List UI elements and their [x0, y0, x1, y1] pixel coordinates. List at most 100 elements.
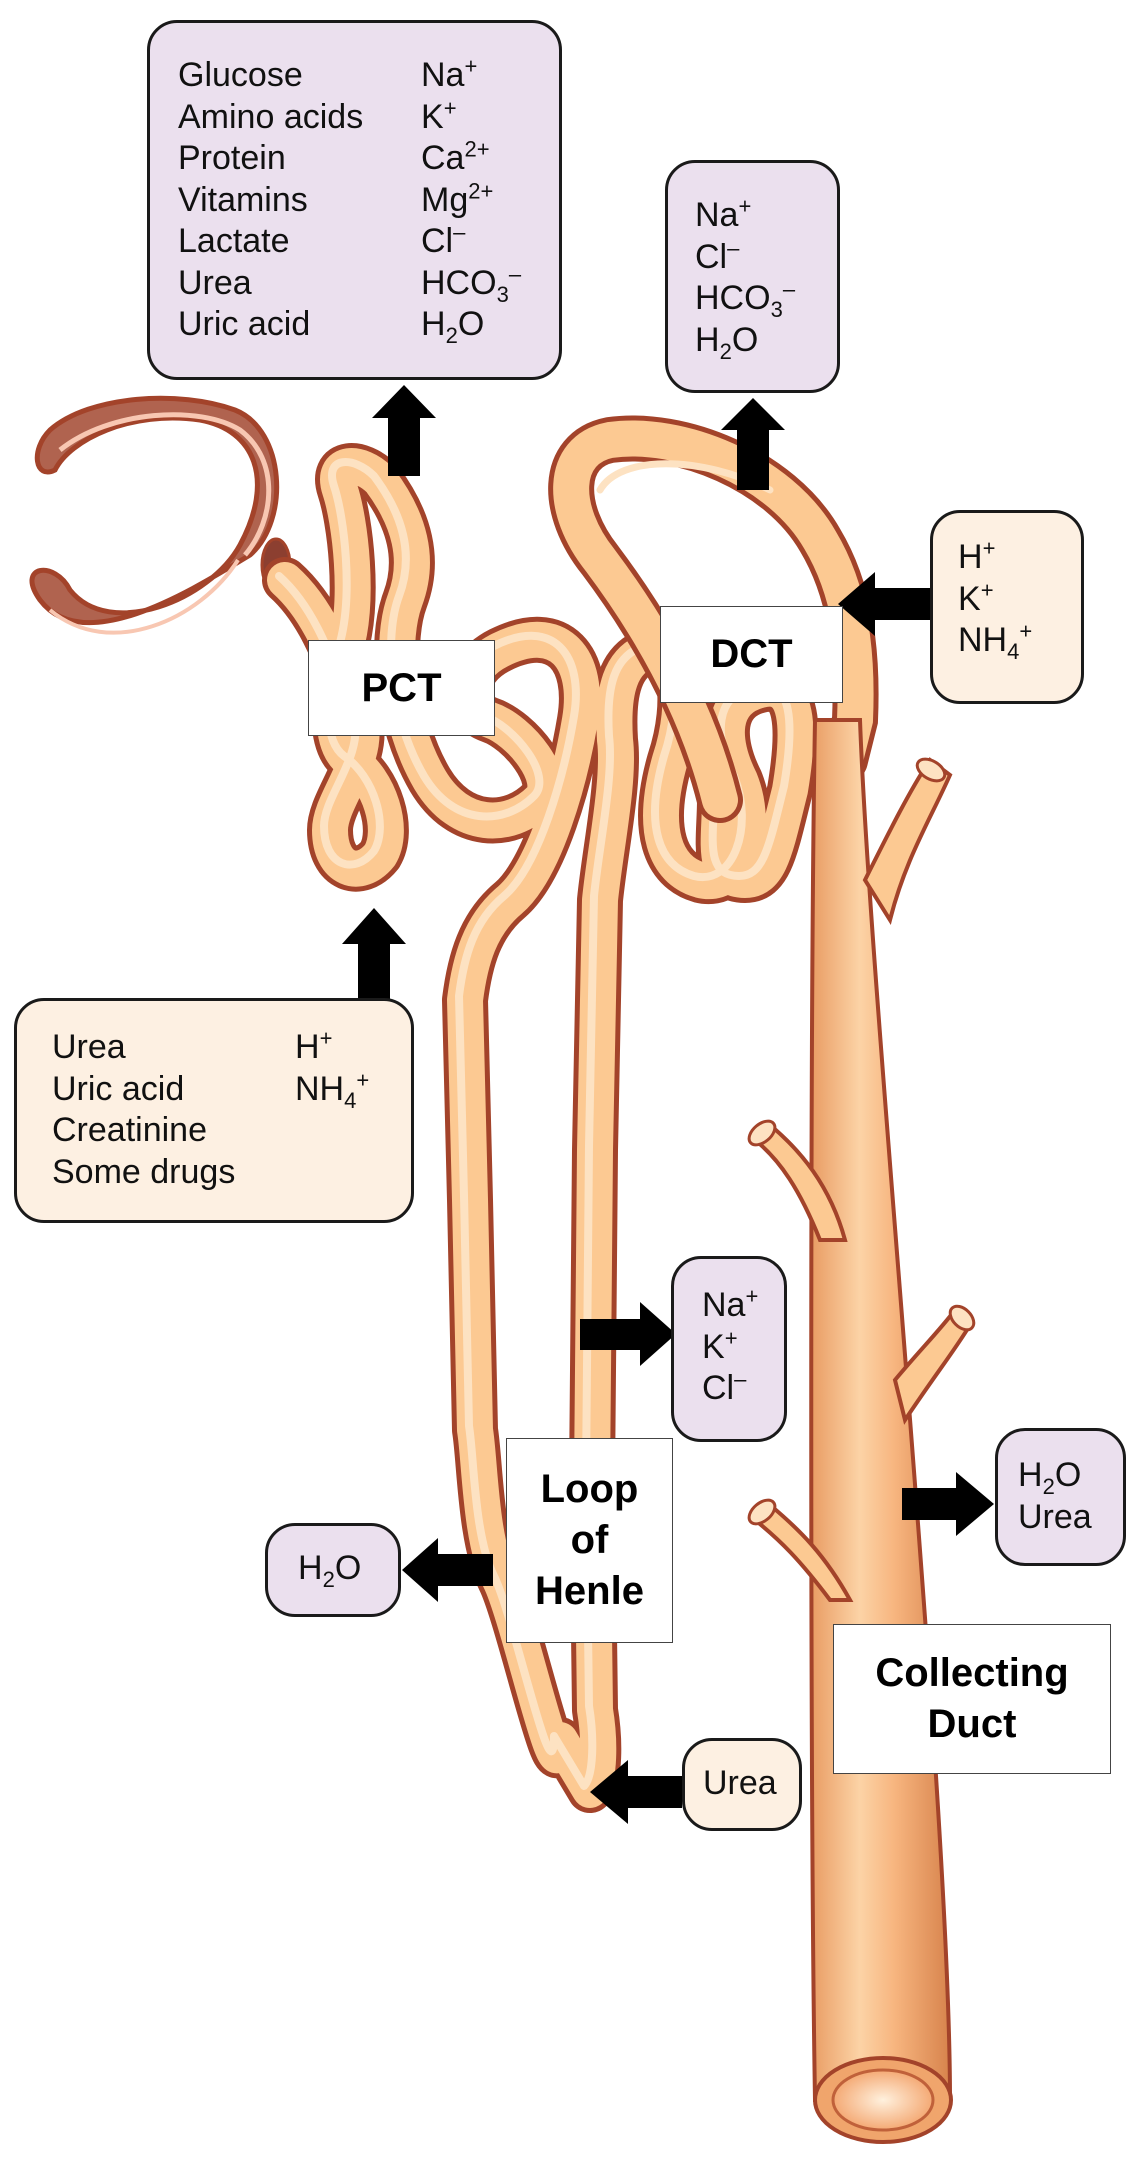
- arrow-right-ascending: [580, 1302, 676, 1366]
- formula-item: Cl–: [421, 221, 521, 263]
- formula-superscript: –: [734, 1366, 747, 1392]
- formula-superscript: 2+: [464, 136, 490, 162]
- loop-secretion-box: Urea: [682, 1738, 802, 1831]
- loop-secretion-ion-list: Urea: [703, 1763, 777, 1805]
- pct-reabsorbed-item: Vitamins: [178, 180, 308, 219]
- formula-superscript: +: [443, 95, 457, 121]
- formula-tail: O: [1054, 1456, 1082, 1494]
- arrow-up-dct: [721, 398, 785, 490]
- formula-base: HCO: [695, 279, 771, 317]
- formula-item: HCO3–: [421, 263, 521, 305]
- formula-superscript: +: [745, 1283, 759, 1309]
- formula-base: Na: [421, 56, 465, 94]
- formula-base: Urea: [1018, 1497, 1092, 1536]
- formula-subscript: 2: [445, 322, 458, 348]
- formula-item: H2O: [421, 304, 521, 346]
- formula-item: H2O: [1018, 1455, 1092, 1497]
- arrow-left-dct-secretion: [838, 572, 935, 636]
- pct-reabsorbed-item: Amino acids: [178, 97, 364, 136]
- formula-superscript: –: [453, 219, 466, 245]
- ascending-limb-ion-list: Na+K+Cl–: [702, 1285, 758, 1410]
- formula-base: NH: [295, 1069, 345, 1108]
- formula-subscript: 2: [719, 338, 732, 364]
- descending-limb-ion-list: H2O: [298, 1548, 361, 1590]
- pct-secretion-box: Urea Uric acid Creatinine Some drugs H + N…: [14, 998, 414, 1223]
- formula-item: H+: [958, 537, 1032, 579]
- transport-arrows: [342, 385, 994, 1824]
- dct-reabsorption-ion-list: Na+Cl–HCO3–H2O: [695, 195, 795, 362]
- arrow-right-collecting: [902, 1472, 994, 1536]
- arrow-up-pct: [372, 385, 436, 476]
- formula-item: H2O: [298, 1548, 361, 1590]
- loop-label-line-3: Henle: [535, 1569, 644, 1613]
- pct-secreted-item: Urea: [52, 1028, 126, 1066]
- pct-secreted-item: Some drugs: [52, 1152, 236, 1191]
- dct-reabsorption-box: Na+Cl–HCO3–H2O: [665, 160, 840, 393]
- formula-superscript: –: [727, 235, 740, 261]
- formula-item: Na+: [695, 195, 795, 237]
- formula-base: H: [295, 1028, 320, 1066]
- pct-reabsorbed-item: Protein: [178, 139, 286, 177]
- pct-label: PCT: [308, 640, 495, 736]
- pct-reabsorbed-item: Urea: [178, 263, 252, 302]
- pct-secreted-item: Creatinine: [52, 1111, 207, 1149]
- formula-base: Urea: [703, 1764, 777, 1802]
- formula-item: Na+: [421, 55, 521, 97]
- formula-base: Cl: [702, 1369, 735, 1407]
- pct-reabsorbed-item: Uric acid: [178, 305, 311, 343]
- formula-item: Urea: [703, 1763, 777, 1805]
- pct-reabsorption-box: Glucose Amino acids Protein Vitamins Lac…: [147, 20, 562, 380]
- formula-superscript: +: [356, 1067, 370, 1093]
- formula-item: Cl–: [695, 237, 795, 279]
- dct-secretion-ion-list: H+K+NH4+: [958, 537, 1032, 662]
- formula-subscript: 2: [322, 1566, 335, 1592]
- formula-superscript: +: [982, 535, 996, 561]
- formula-subscript: 4: [344, 1087, 357, 1113]
- arrow-left-descending: [402, 1538, 493, 1602]
- pct-secreted-item: Uric acid: [52, 1069, 185, 1108]
- collecting-duct-label: Collecting Duct: [833, 1624, 1111, 1774]
- formula-base: Cl: [695, 237, 728, 276]
- pct-reabsorption-ion-list: Na+K+Ca2+Mg2+Cl–HCO3–H2O: [421, 55, 521, 346]
- formula-superscript: –: [782, 276, 796, 302]
- dct-secretion-box: H+K+NH4+: [930, 510, 1084, 704]
- pct-reabsorbed-item: Glucose: [178, 56, 303, 94]
- formula-base: K: [958, 579, 981, 618]
- ascending-limb-reabsorption-box: Na+K+Cl–: [671, 1256, 787, 1442]
- loop-label-line-1: Loop: [540, 1467, 639, 1511]
- pct-reabsorbed-item: Lactate: [178, 222, 290, 260]
- formula-superscript: 2+: [468, 178, 494, 204]
- formula-item: K+: [958, 579, 1032, 621]
- formula-base: H: [298, 1549, 323, 1587]
- formula-item: NH4+: [958, 620, 1032, 662]
- loop-of-henle-label: Loop of Henle: [506, 1438, 673, 1643]
- arrow-up-pct-secretion: [342, 908, 406, 1003]
- formula-item: H2O: [695, 320, 795, 362]
- formula-item: Ca2+: [421, 138, 521, 180]
- formula-base: H: [958, 538, 983, 576]
- formula-tail: O: [457, 305, 485, 343]
- formula-tail: O: [731, 320, 759, 359]
- formula-base: Cl: [421, 222, 454, 260]
- formula-item: Urea: [1018, 1497, 1092, 1539]
- formula-base: Ca: [421, 139, 465, 177]
- collecting-label-line-1: Collecting: [875, 1651, 1069, 1695]
- loop-label-line-2: of: [570, 1518, 609, 1562]
- arrow-left-loop-secretion: [590, 1760, 682, 1824]
- formula-subscript: 3: [496, 281, 509, 307]
- formula-superscript: +: [980, 577, 994, 603]
- formula-base: Na: [695, 196, 739, 234]
- dct-label: DCT: [660, 606, 843, 703]
- formula-item: Mg2+: [421, 180, 521, 222]
- formula-base: HCO: [421, 263, 497, 302]
- formula-superscript: +: [464, 53, 478, 79]
- formula-item: HCO3–: [695, 278, 795, 320]
- formula-superscript: +: [1019, 618, 1033, 644]
- formula-base: H: [1018, 1456, 1043, 1494]
- glomerular-capsule: [29, 395, 292, 635]
- formula-base: Mg: [421, 180, 469, 219]
- formula-tail: O: [334, 1549, 362, 1587]
- formula-base: K: [421, 97, 444, 136]
